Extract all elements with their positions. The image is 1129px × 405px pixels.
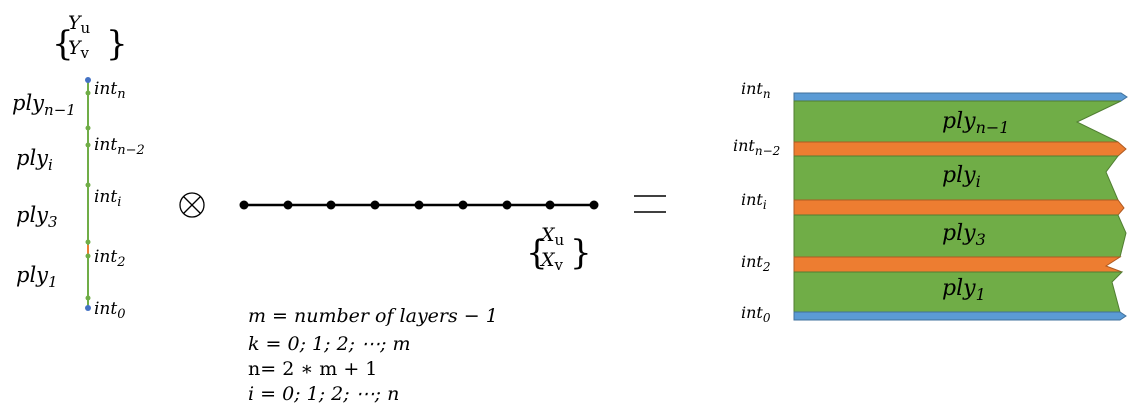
left-ply-label: ply1 bbox=[16, 263, 58, 291]
node-bottom bbox=[85, 305, 91, 311]
node bbox=[85, 295, 91, 301]
y-brace-left: { bbox=[52, 24, 74, 64]
node bbox=[283, 200, 293, 210]
ply-layer bbox=[793, 100, 1122, 143]
ply-layer bbox=[793, 155, 1119, 201]
x-brace-right: } bbox=[570, 233, 592, 273]
left-interface-label: int0 bbox=[94, 299, 126, 322]
ply-layer bbox=[793, 214, 1127, 258]
node bbox=[85, 239, 91, 245]
x-v-label: Xv bbox=[539, 249, 564, 274]
formula-line: k = 0; 1; 2; ⋯; m bbox=[248, 333, 411, 355]
tensor-product-icon bbox=[179, 192, 205, 218]
left-interface-label: inti bbox=[94, 187, 121, 210]
ply-layer bbox=[793, 271, 1124, 313]
y-u-label: Yu bbox=[68, 12, 91, 37]
stack-interface-label: intn−2 bbox=[733, 136, 780, 158]
y-brace-right: } bbox=[106, 24, 128, 64]
node bbox=[85, 125, 91, 131]
stack-interface-label: inti bbox=[741, 190, 767, 212]
stack-ply-label: ply3 bbox=[942, 221, 986, 249]
stack-interface-label: intn bbox=[741, 79, 771, 101]
left-column: { } Yu Yv intn intn−2 inti int2 int0 ply… bbox=[12, 12, 145, 322]
y-brace: { } Yu Yv bbox=[52, 12, 128, 64]
x-u-label: Xu bbox=[539, 224, 565, 249]
stack-ply-label: plyi bbox=[942, 163, 981, 191]
left-ply-label: plyi bbox=[16, 146, 53, 174]
node bbox=[85, 253, 91, 259]
stack-ply-label: plyn−1 bbox=[942, 109, 1009, 137]
node bbox=[85, 142, 91, 148]
formula-line: m = number of layers − 1 bbox=[248, 305, 498, 327]
left-ply-label: ply3 bbox=[16, 203, 58, 231]
x-brace: { } Xu Xv bbox=[526, 224, 592, 274]
y-v-label: Yv bbox=[68, 37, 90, 62]
node bbox=[85, 182, 91, 188]
node bbox=[458, 200, 468, 210]
interface-layer bbox=[793, 256, 1123, 273]
left-ply-label: plyn−1 bbox=[12, 91, 76, 119]
node bbox=[589, 200, 599, 210]
formula-block: m = number of layers − 1 k = 0; 1; 2; ⋯;… bbox=[248, 305, 498, 405]
interface-layer bbox=[793, 199, 1125, 216]
formula-line: i = 0; 1; 2; ⋯; n bbox=[248, 383, 399, 405]
node bbox=[545, 200, 555, 210]
node bbox=[414, 200, 424, 210]
interface-layer bbox=[793, 141, 1127, 157]
node bbox=[239, 200, 249, 210]
stack-interface-label: int0 bbox=[741, 303, 771, 325]
node-top bbox=[85, 77, 91, 83]
node bbox=[502, 200, 512, 210]
node bbox=[85, 90, 91, 96]
left-interface-label: int2 bbox=[94, 247, 126, 270]
x-brace-left: { bbox=[526, 233, 548, 273]
stack-interface-label: int2 bbox=[741, 252, 771, 274]
formula-line: n= 2 ∗ m + 1 bbox=[248, 358, 377, 380]
laminate-stack: plyn−1 plyi ply3 ply1 intn intn−2 inti i… bbox=[733, 79, 1128, 325]
left-interface-label: intn−2 bbox=[94, 135, 145, 158]
top-surface-layer bbox=[793, 92, 1128, 102]
bottom-surface-layer bbox=[793, 311, 1127, 321]
left-interface-label: intn bbox=[94, 79, 126, 102]
node bbox=[326, 200, 336, 210]
node bbox=[370, 200, 380, 210]
stack-ply-label: ply1 bbox=[942, 276, 986, 304]
equals-icon bbox=[634, 195, 666, 213]
middle-line-elements: { } Xu Xv bbox=[239, 200, 599, 274]
